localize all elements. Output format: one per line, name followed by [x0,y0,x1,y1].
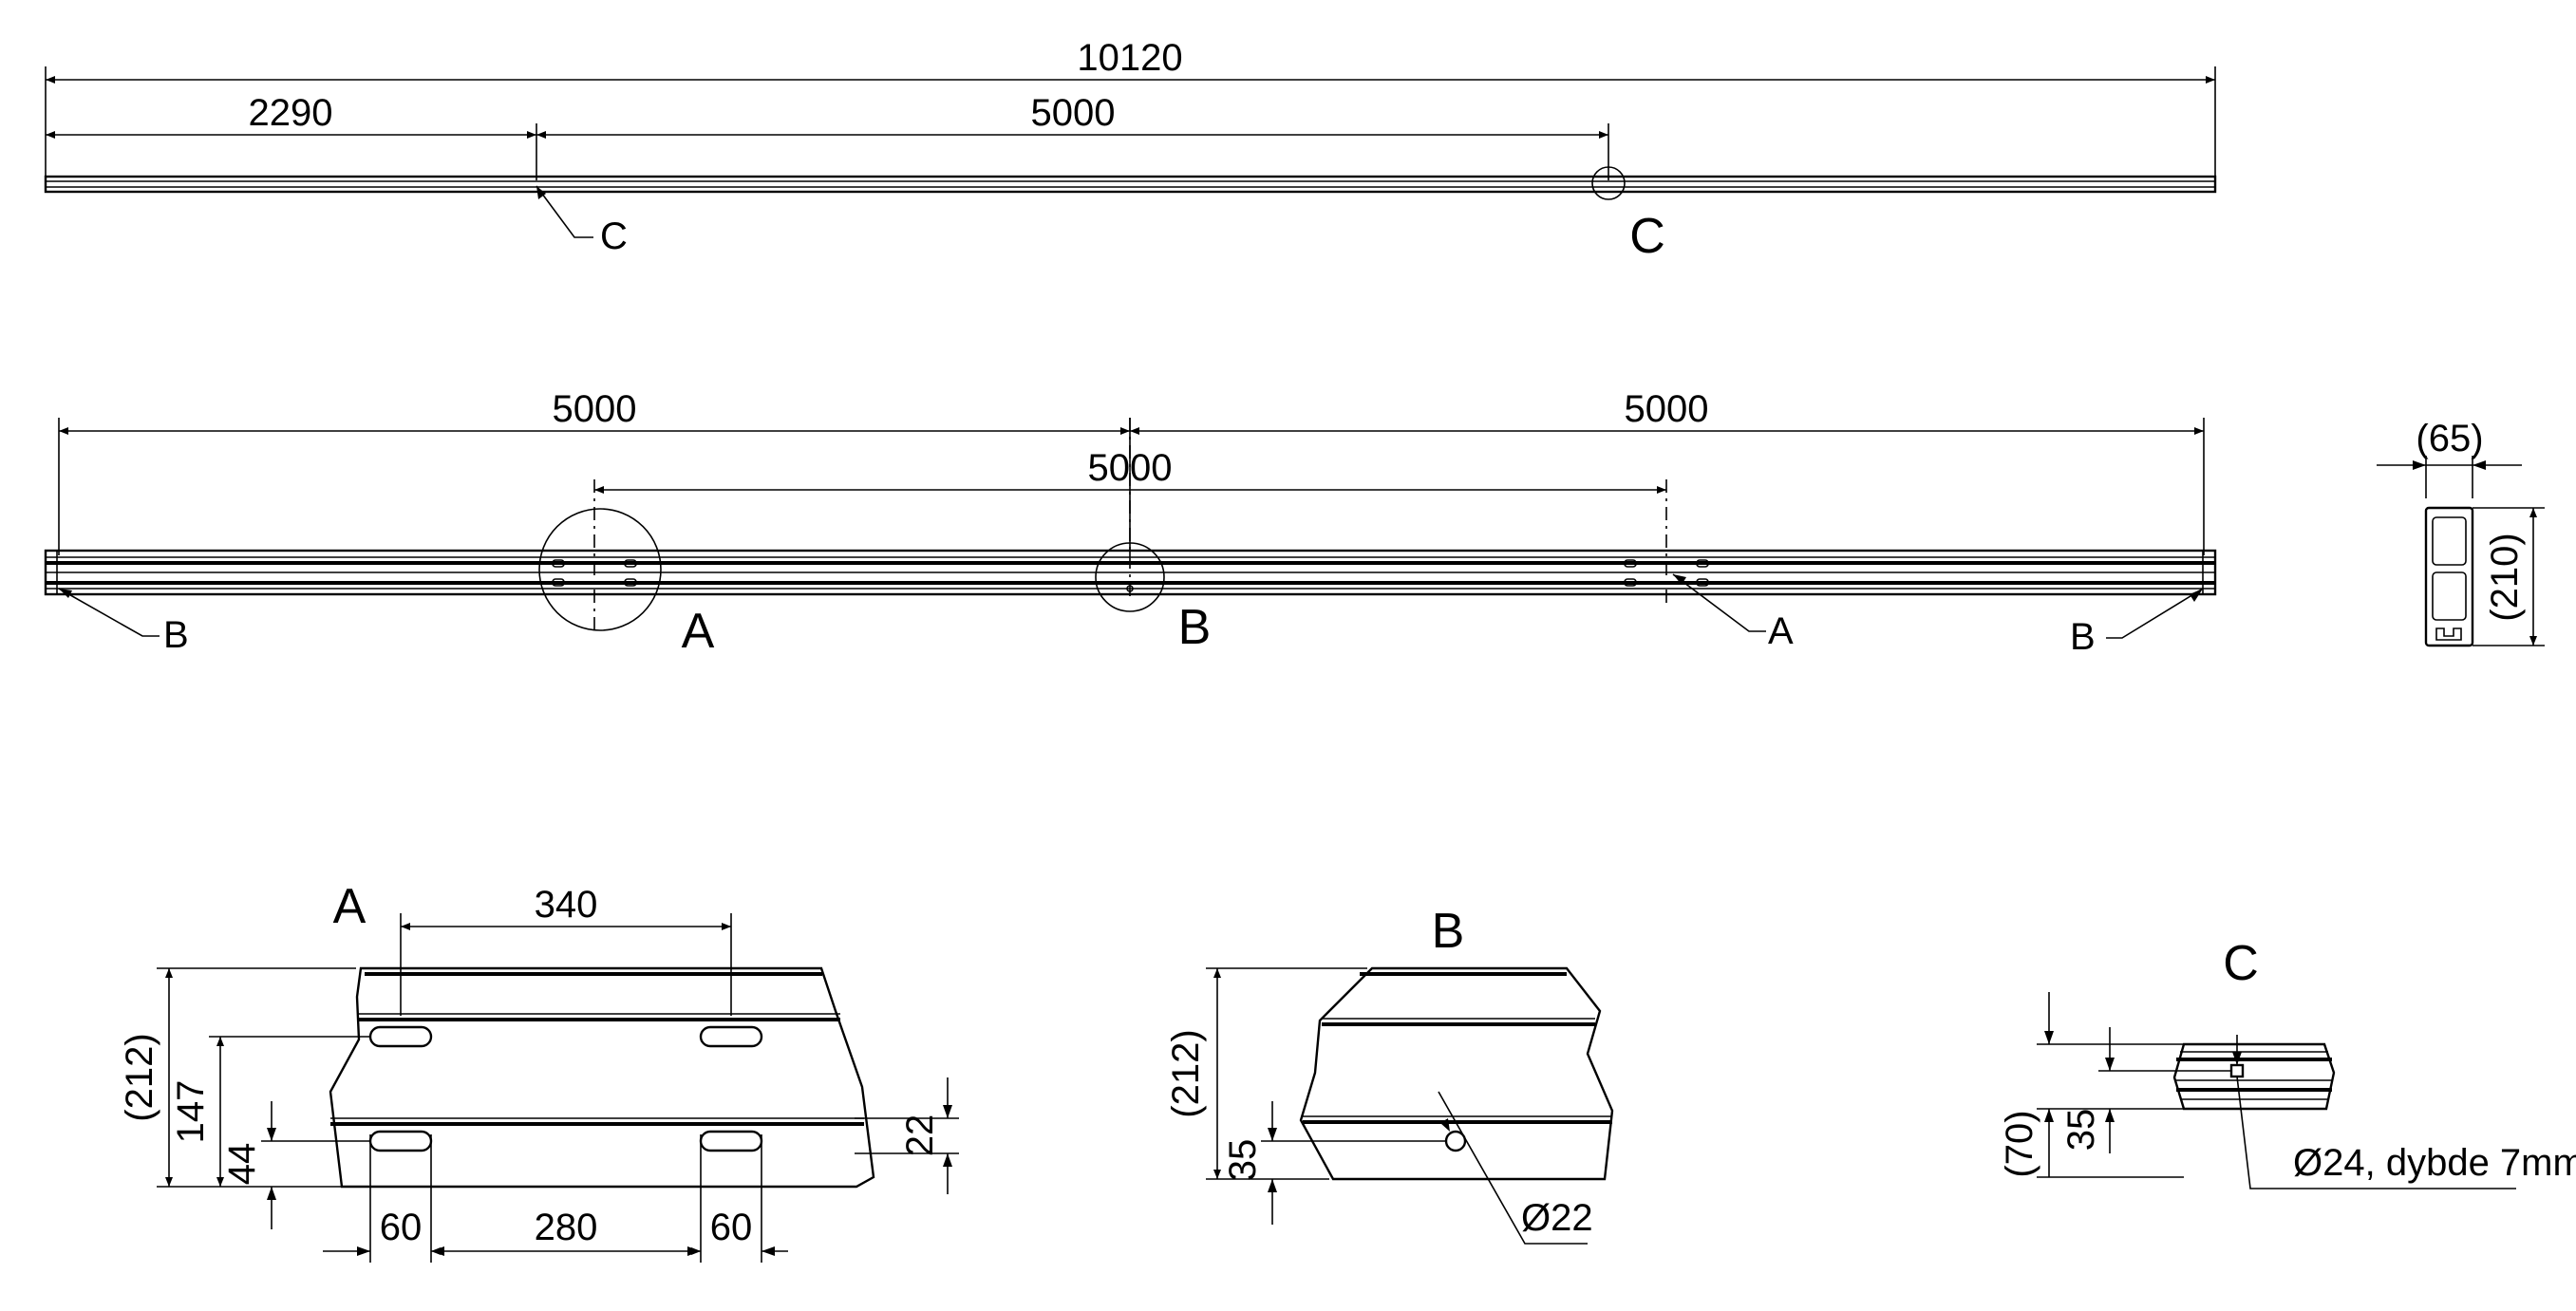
label-detail-a: A [333,879,367,934]
detail-a-outline [329,966,875,1189]
side-view: 5000 5000 5000 A B B [44,388,2217,659]
label-detail-c: C [2223,936,2259,991]
slot [699,1025,763,1048]
dim-section-height: (210) [2484,533,2526,621]
slot [1696,578,1709,587]
dim-a-280: 280 [535,1207,598,1248]
detail-c-circle [1591,166,1626,200]
dim-a-147: 147 [170,1080,212,1144]
dim-mid-left: 5000 [553,388,637,430]
dim-section-width: (65) [2416,418,2483,459]
label-mid-a-small: A [1768,610,1794,652]
slot [1624,578,1637,587]
label-mid-b-left: B [163,614,189,656]
dim-a-60-right: 60 [710,1207,753,1248]
label-mid-b-large: B [1178,600,1212,655]
slot [552,578,565,587]
dim-top-left: 2290 [249,92,333,134]
dim-c-hole: Ø24, dybde 7mm [2293,1142,2576,1184]
detail-c-outline [2172,1042,2336,1111]
dim-top-middle: 5000 [1031,92,1116,134]
dim-a-height: (212) [119,1033,160,1121]
dim-mid-right: 5000 [1625,388,1709,430]
dim-a-44: 44 [221,1143,263,1186]
slot [699,1130,763,1152]
slot [368,1130,433,1152]
section-profile [2424,506,2474,647]
label-top-c-small: C [600,215,628,257]
dim-a-22: 22 [899,1114,941,1157]
dim-c-35: 35 [2060,1109,2102,1152]
label-top-c-large: C [1629,209,1665,264]
detail-b-circle [1095,542,1165,612]
dim-top-total: 10120 [1077,37,1182,79]
hole [1126,585,1134,592]
slot [552,559,565,568]
detail-b-outline [1299,966,1614,1181]
slot [368,1025,433,1048]
dim-a-60-left: 60 [380,1207,423,1248]
label-detail-b: B [1432,904,1465,959]
detail-b: B (212) 35 Ø22 [1165,904,1614,1245]
dim-a-340: 340 [535,884,598,926]
slot [1624,559,1637,568]
detail-a: A 340 60 280 60 (212 [119,879,959,1263]
top-beam [44,175,2217,194]
slot [624,559,637,568]
dim-b-height: (212) [1165,1029,1207,1117]
dim-c-height: (70) [1999,1110,2040,1177]
dim-b-hole: Ø22 [1521,1197,1593,1239]
dim-b-35: 35 [1222,1139,1264,1182]
slot [1696,559,1709,568]
hole-24 [2229,1063,2245,1078]
top-view: 10120 2290 5000 C C [44,37,2217,264]
label-mid-b-right: B [2070,616,2096,658]
label-mid-a-large: A [682,604,715,659]
cross-section: (65) (210) [2377,418,2545,647]
detail-a-circle [538,508,662,631]
detail-c: C (70) 35 Ø24, dybde 7mm [1999,936,2576,1189]
slot [624,578,637,587]
